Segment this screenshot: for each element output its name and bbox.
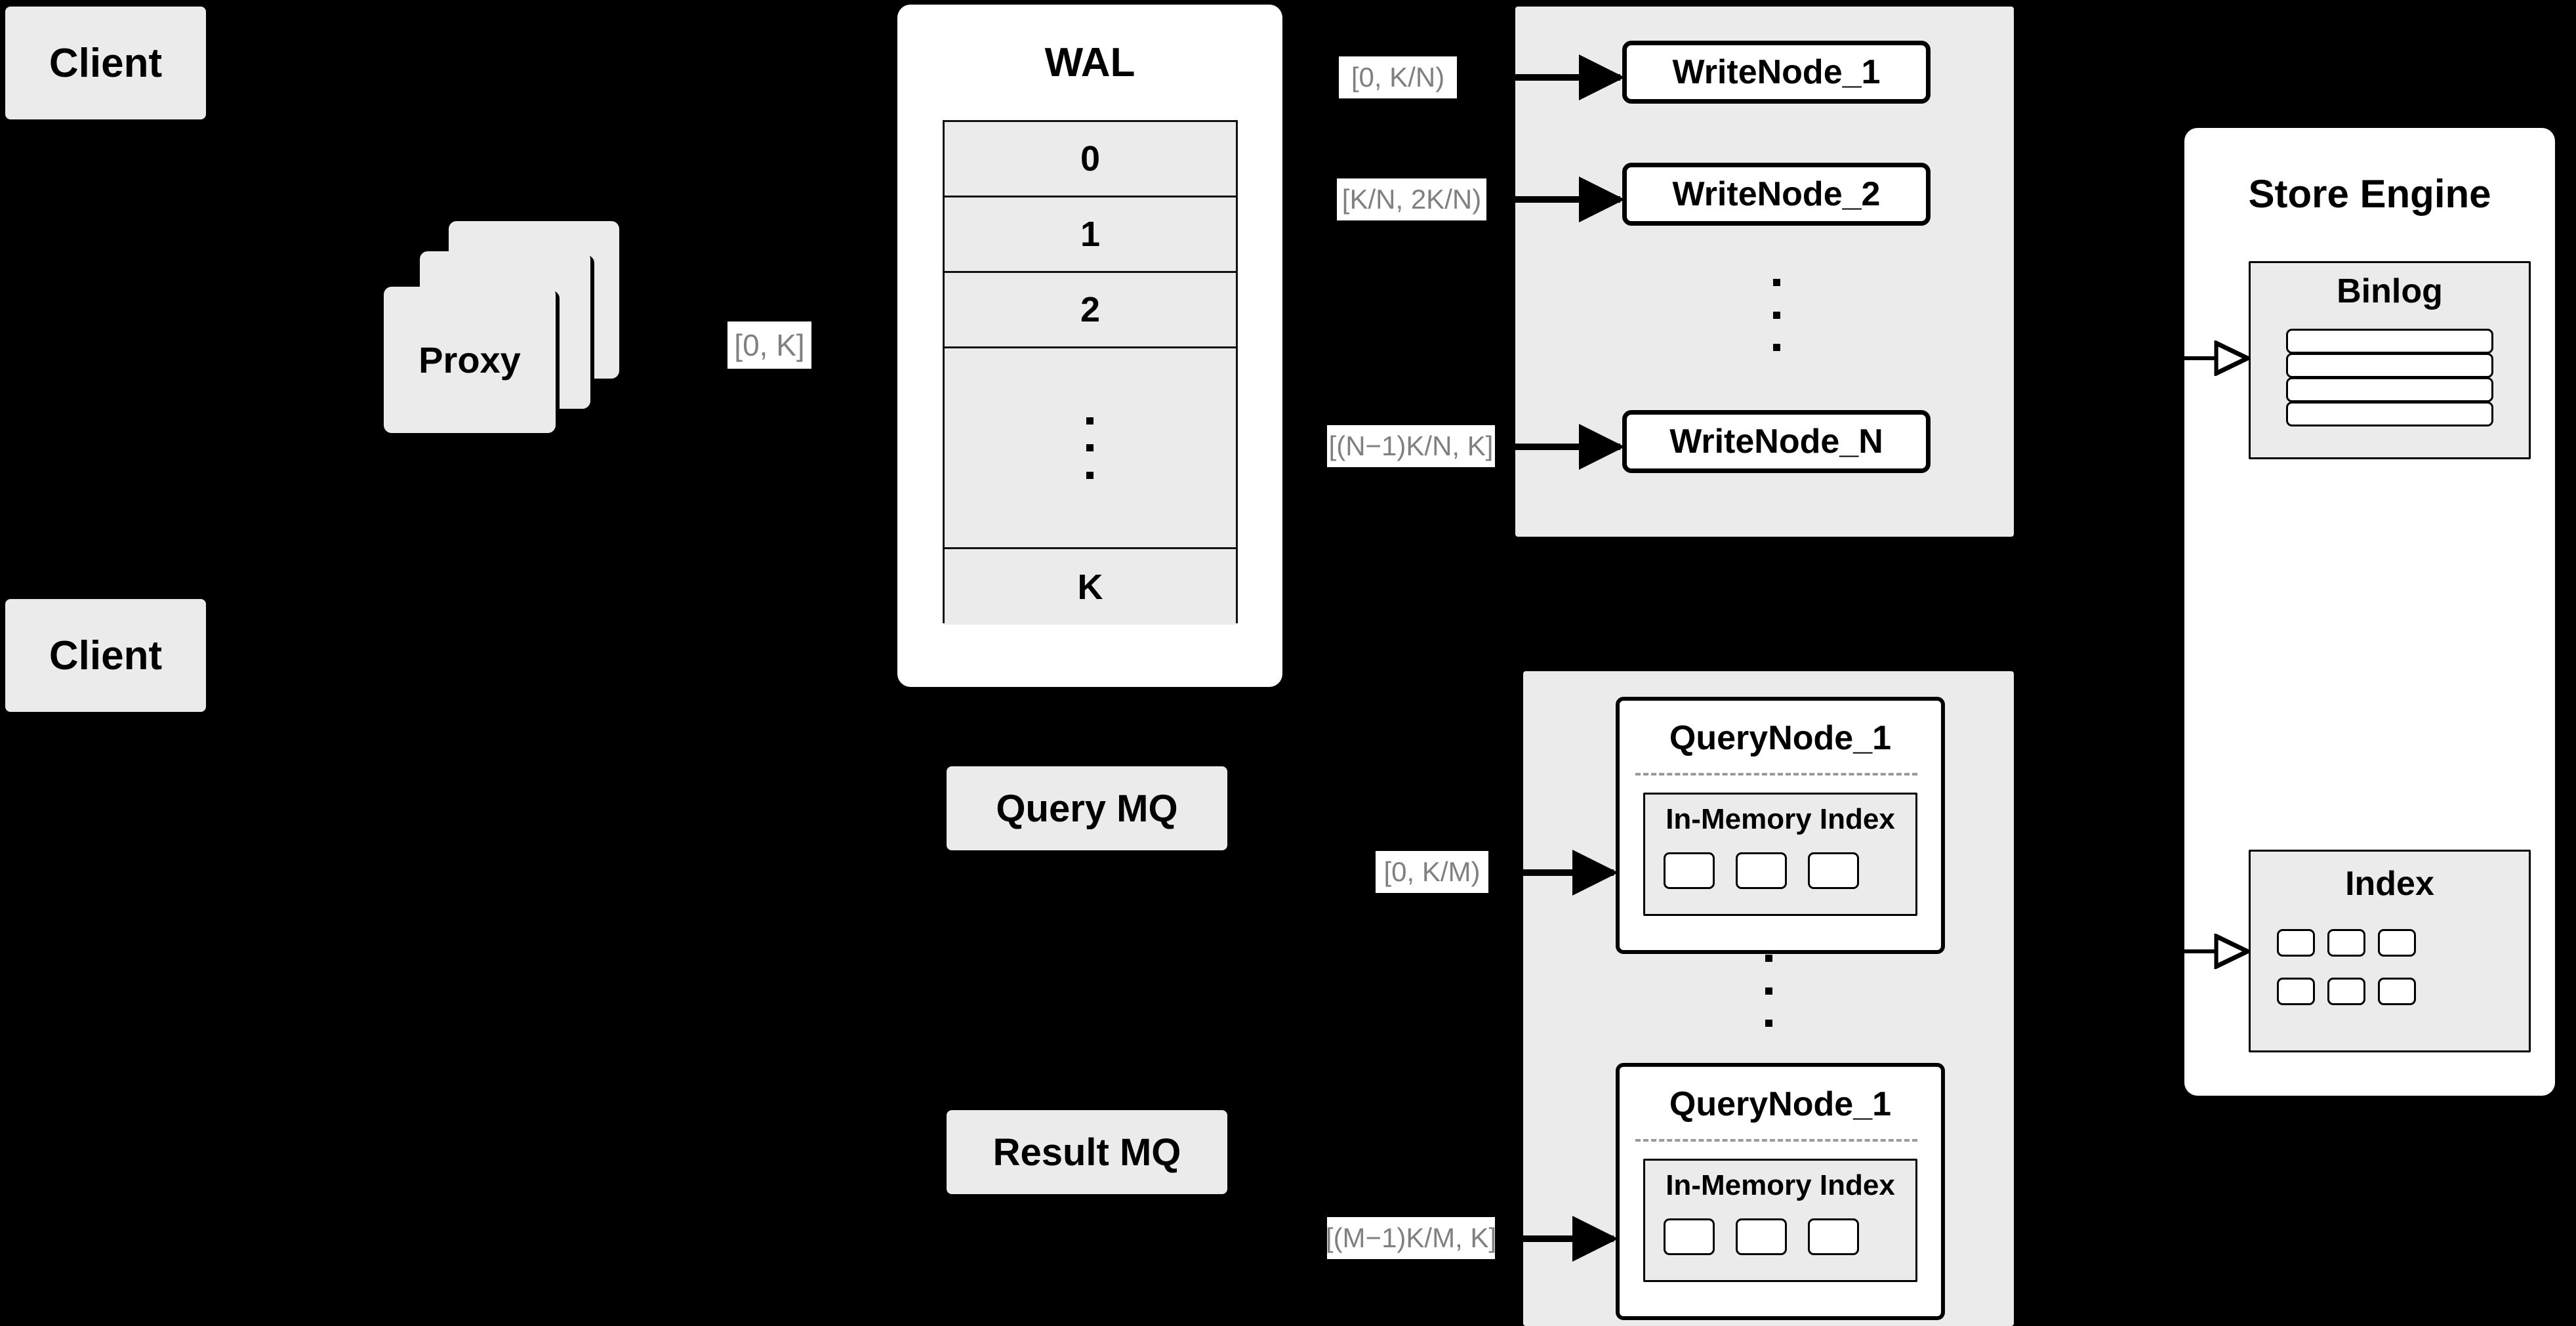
index-slot-4[interactable] bbox=[2277, 978, 2315, 1005]
query-node-m-inmemory-index: In-Memory Index bbox=[1643, 1159, 1917, 1282]
binlog-row-2[interactable] bbox=[2286, 353, 2493, 378]
wal-row-k[interactable]: K bbox=[945, 549, 1236, 625]
result-mq-box[interactable]: Result MQ bbox=[947, 1110, 1227, 1194]
query-node-1-index-slot-3[interactable] bbox=[1808, 852, 1859, 889]
write-node-2[interactable]: WriteNode_2 bbox=[1622, 163, 1931, 226]
query-node-m-index-slot-1[interactable] bbox=[1664, 1218, 1715, 1255]
index-slot-5[interactable] bbox=[2327, 978, 2365, 1005]
wal-row-2[interactable]: 2 bbox=[945, 273, 1236, 348]
proxy-label: Proxy bbox=[419, 339, 521, 381]
query-node-m-index-title: In-Memory Index bbox=[1666, 1169, 1895, 1201]
write-node-1-label: WriteNode_1 bbox=[1672, 53, 1881, 91]
binlog-row-4[interactable] bbox=[2286, 402, 2493, 426]
index-panel: Index bbox=[2249, 850, 2531, 1052]
query-node-1-inmemory-index: In-Memory Index bbox=[1643, 793, 1917, 916]
query-node-1-index-title: In-Memory Index bbox=[1666, 803, 1895, 835]
query-mq-box[interactable]: Query MQ bbox=[947, 766, 1227, 850]
client-label-1: Client bbox=[49, 40, 163, 86]
write-node-1[interactable]: WriteNode_1 bbox=[1622, 41, 1931, 104]
client-box-2[interactable]: Client bbox=[5, 599, 206, 712]
query-node-m-index-slot-3[interactable] bbox=[1808, 1218, 1859, 1255]
query-node-1-title: QueryNode_1 bbox=[1669, 719, 1892, 757]
write-node-n-label: WriteNode_N bbox=[1669, 423, 1883, 461]
wal-table: 0 1 2 K bbox=[943, 120, 1238, 625]
edge-label-to-query-m: [(M−1)K/M, K] bbox=[1326, 1217, 1496, 1259]
write-node-ellipsis bbox=[1772, 279, 1780, 351]
edge-label-wal-to-write-n: [(N−1)K/N, K] bbox=[1327, 425, 1495, 467]
client-box-1[interactable]: Client bbox=[5, 7, 206, 119]
query-mq-label: Query MQ bbox=[996, 787, 1178, 830]
binlog-row-3[interactable] bbox=[2286, 377, 2493, 402]
proxy-box[interactable]: Proxy bbox=[384, 287, 556, 433]
query-node-m[interactable]: QueryNode_1 In-Memory Index bbox=[1616, 1063, 1945, 1320]
query-node-ellipsis bbox=[1765, 955, 1772, 1027]
binlog-row-1[interactable] bbox=[2286, 329, 2493, 354]
query-node-1[interactable]: QueryNode_1 In-Memory Index bbox=[1616, 697, 1945, 954]
query-node-m-divider bbox=[1635, 1139, 1917, 1142]
client-label-2: Client bbox=[49, 632, 163, 678]
edge-label-wal-to-write-1: [0, K/N) bbox=[1339, 56, 1457, 98]
binlog-title: Binlog bbox=[2337, 272, 2443, 310]
index-title: Index bbox=[2345, 865, 2434, 903]
query-node-m-index-slot-2[interactable] bbox=[1736, 1218, 1787, 1255]
wal-title: WAL bbox=[1044, 39, 1135, 85]
query-node-m-title: QueryNode_1 bbox=[1669, 1085, 1892, 1123]
result-mq-label: Result MQ bbox=[992, 1130, 1181, 1174]
edge-label-proxy-to-wal: [0, K] bbox=[727, 321, 811, 369]
wal-row-1[interactable]: 1 bbox=[945, 197, 1236, 273]
store-engine-title: Store Engine bbox=[2248, 171, 2491, 216]
write-node-n[interactable]: WriteNode_N bbox=[1622, 410, 1931, 473]
index-slot-6[interactable] bbox=[2378, 978, 2416, 1005]
wal-ellipsis-dots bbox=[1086, 417, 1094, 479]
query-node-1-index-slot-2[interactable] bbox=[1736, 852, 1787, 889]
binlog-panel: Binlog bbox=[2249, 261, 2531, 459]
index-slot-3[interactable] bbox=[2378, 929, 2416, 957]
edge-label-to-query-1: [0, K/M) bbox=[1376, 851, 1488, 893]
query-node-1-index-slot-1[interactable] bbox=[1664, 852, 1715, 889]
wal-row-ellipsis bbox=[945, 348, 1236, 549]
wal-row-0[interactable]: 0 bbox=[945, 122, 1236, 197]
query-node-1-divider bbox=[1635, 773, 1917, 776]
index-slot-2[interactable] bbox=[2327, 929, 2365, 957]
edge-label-wal-to-write-2: [K/N, 2K/N) bbox=[1337, 178, 1486, 220]
write-node-2-label: WriteNode_2 bbox=[1672, 175, 1881, 213]
index-slot-1[interactable] bbox=[2277, 929, 2315, 957]
